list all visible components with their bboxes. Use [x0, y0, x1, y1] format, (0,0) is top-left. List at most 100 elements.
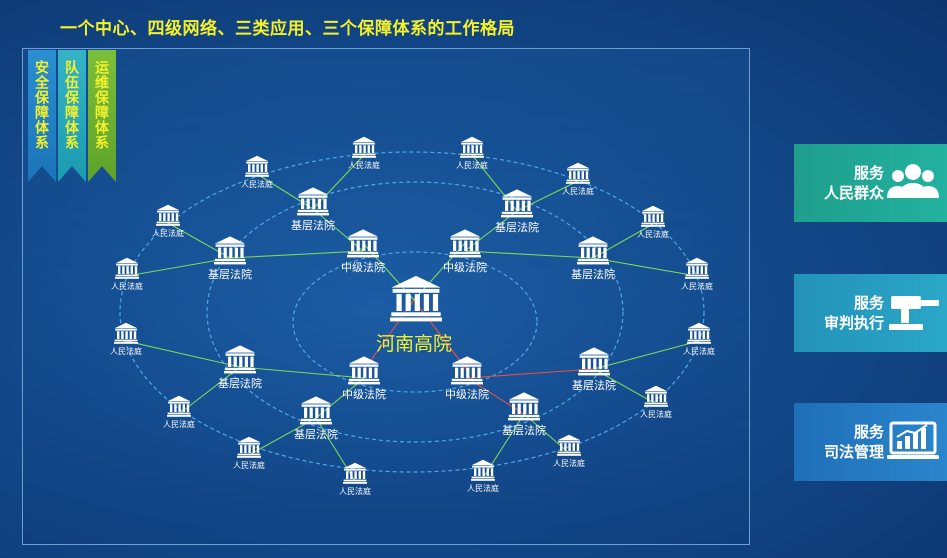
people-tribunal-node: 人民法庭	[681, 257, 713, 291]
people-tribunal-node: 人民法庭	[553, 434, 585, 468]
panel-line1: 服务	[853, 294, 884, 312]
node-label: 人民法庭	[683, 346, 715, 356]
people-tribunal-node: 人民法庭	[233, 436, 265, 470]
network-link	[482, 413, 525, 479]
network-rings	[119, 151, 705, 473]
node-label: 人民法庭	[339, 486, 371, 496]
node-label: 人民法庭	[233, 460, 265, 470]
node-label: 人民法庭	[241, 179, 273, 189]
node-label: 人民法庭	[681, 281, 713, 291]
courthouse-icon	[167, 395, 191, 417]
node-label: 人民法庭	[111, 281, 143, 291]
node-label: 基层法院	[208, 267, 252, 281]
node-label: 人民法庭	[163, 419, 195, 429]
center-node: 河南高院	[376, 275, 452, 355]
node-label: 人民法庭	[110, 346, 142, 356]
network-links	[125, 154, 700, 482]
node-label: 基层法院	[571, 267, 615, 281]
courthouse-icon	[343, 462, 367, 484]
network-link	[592, 257, 698, 277]
courthouse-icon	[687, 322, 711, 344]
panel-line1: 服务	[853, 423, 884, 441]
node-label: 基层法院	[495, 220, 539, 234]
network-link	[229, 250, 364, 259]
courthouse-icon	[156, 204, 180, 226]
people-tribunal-node: 人民法庭	[110, 322, 142, 356]
banner-label: 队伍保障体系	[64, 60, 80, 150]
people-tribunal-node: 人民法庭	[637, 205, 669, 239]
ring-people	[119, 151, 705, 473]
basic-court-node: 基层法院	[502, 392, 546, 437]
basic-court-node: 基层法院	[218, 345, 262, 390]
basic-court-node: 基层法院	[572, 347, 616, 392]
network-link	[464, 210, 518, 252]
node-label: 基层法院	[291, 218, 335, 232]
node-label: 人民法庭	[467, 483, 499, 493]
node-label: 人民法庭	[562, 186, 594, 196]
banner-label: 运维保障体系	[94, 60, 110, 150]
page-title: 一个中心、四级网络、三类应用、三个保障体系的工作格局	[60, 19, 515, 38]
link-center-intermediate	[363, 299, 415, 371]
node-label: 基层法院	[502, 423, 546, 437]
people-tribunal-node: 人民法庭	[562, 162, 594, 196]
intermediate-court-node: 中级法院	[341, 229, 385, 274]
network-link	[593, 340, 700, 370]
basic-court-node: 基层法院	[208, 236, 252, 281]
node-label: 基层法院	[572, 378, 616, 392]
network-link	[125, 340, 241, 368]
network-nodes: 中级法院中级法院中级法院中级法院基层法院基层法院基层法院基层法院基层法院基层法院…	[110, 136, 715, 496]
people-tribunal-node: 人民法庭	[683, 322, 715, 356]
panel-serve-trial: 服务审判执行	[794, 274, 947, 352]
network-link	[464, 250, 594, 259]
banner-team: 队伍保障体系	[58, 50, 86, 182]
courthouse-icon	[297, 187, 329, 216]
center-label: 河南高院	[376, 333, 452, 355]
node-label: 中级法院	[341, 260, 385, 274]
courthouse-icon	[641, 205, 665, 227]
gavel-icon	[889, 296, 939, 330]
node-label: 人民法庭	[637, 229, 669, 239]
people-tribunal-node: 人民法庭	[111, 257, 143, 291]
courthouse-icon	[348, 356, 380, 385]
node-label: 中级法院	[443, 260, 487, 274]
courthouse-icon	[224, 345, 256, 374]
intermediate-court-node: 中级法院	[445, 356, 489, 401]
people-tribunal-node: 人民法庭	[241, 155, 273, 189]
courthouse-icon	[460, 136, 484, 158]
node-label: 人民法庭	[553, 458, 585, 468]
people-tribunal-node: 人民法庭	[456, 136, 488, 170]
courthouse-icon	[577, 236, 609, 265]
network-link	[592, 223, 654, 259]
chart-monitor-icon	[887, 421, 939, 459]
intermediate-court-node: 中级法院	[342, 356, 386, 401]
people-group-icon	[887, 164, 939, 198]
banner-maintenance: 运维保障体系	[88, 50, 116, 182]
node-label: 人民法庭	[456, 160, 488, 170]
ring-basic	[206, 181, 624, 443]
banner-security: 安全保障体系	[28, 50, 56, 182]
courthouse-icon	[644, 385, 668, 407]
network-link	[471, 154, 518, 212]
courthouse-icon	[237, 436, 261, 458]
network-link	[126, 257, 231, 277]
network-link	[312, 208, 364, 252]
courthouse-icon	[557, 434, 581, 456]
panel-line2: 审判执行	[823, 314, 884, 332]
node-label: 中级法院	[342, 387, 386, 401]
node-label: 基层法院	[294, 427, 338, 441]
courthouse-icon	[114, 322, 138, 344]
network-link	[315, 417, 356, 482]
banner-label: 安全保障体系	[34, 60, 50, 150]
basic-court-node: 基层法院	[291, 187, 335, 232]
network-link	[466, 368, 595, 379]
node-label: 人民法庭	[152, 228, 184, 238]
courthouse-icon	[451, 356, 483, 385]
basic-court-node: 基层法院	[571, 236, 615, 281]
diagram-frame	[22, 48, 750, 545]
courthouse-icon	[471, 459, 495, 481]
panel-line2: 人民群众	[823, 184, 884, 202]
people-tribunal-node: 人民法庭	[640, 385, 672, 419]
courthouse-icon	[578, 347, 610, 376]
courthouse-icon	[245, 155, 269, 177]
courthouse-icon	[508, 392, 540, 421]
